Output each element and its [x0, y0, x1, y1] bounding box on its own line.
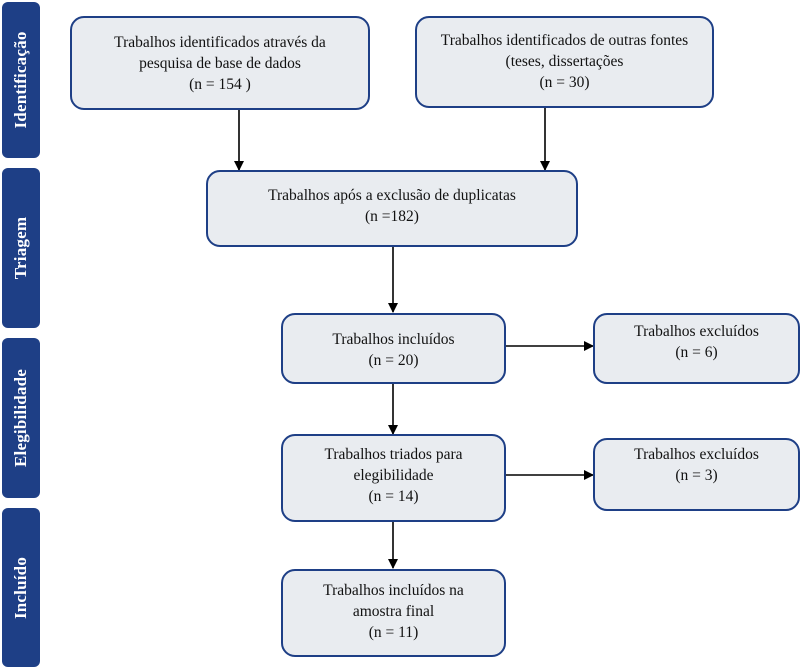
- after-duplicates-count: (n =182): [365, 208, 419, 225]
- screened-line2: elegibilidade: [353, 467, 434, 484]
- phase-triagem: Triagem: [2, 168, 40, 328]
- final-count: (n = 11): [368, 624, 419, 641]
- database-line2: pesquisa de base de dados: [139, 55, 301, 72]
- final-line2: amostra final: [352, 603, 435, 620]
- screened-line1: Trabalhos triados para: [324, 446, 463, 463]
- excluded-1-count: (n = 6): [675, 344, 718, 361]
- phase-incluido: Incluído: [2, 508, 40, 667]
- final-line1: Trabalhos incluídos na: [323, 582, 464, 599]
- screened-box: Trabalhos triados para elegibilidade (n …: [281, 434, 506, 522]
- excluded-2-line1: Trabalhos excluídos: [634, 446, 759, 463]
- after-duplicates-box: Trabalhos após a exclusão de duplicatas …: [206, 170, 578, 247]
- included-box: Trabalhos incluídos (n = 20): [281, 313, 506, 384]
- other-sources-line1: Trabalhos identificados de outras fontes: [440, 32, 689, 49]
- excluded-1-line1: Trabalhos excluídos: [634, 323, 759, 340]
- phase-identificacao: Identificação: [2, 2, 40, 158]
- excluded-box-2: Trabalhos excluídos (n = 3): [593, 438, 800, 511]
- phase-elegibilidade: Elegibilidade: [2, 338, 40, 498]
- other-sources-box: Trabalhos identificados de outras fontes…: [415, 16, 714, 108]
- database-search-box: Trabalhos identificados através da pesqu…: [70, 16, 370, 110]
- final-sample-box: Trabalhos incluídos na amostra final (n …: [281, 569, 506, 657]
- other-sources-line2: (teses, dissertações: [505, 53, 624, 70]
- included-count: (n = 20): [368, 352, 419, 369]
- included-line1: Trabalhos incluídos: [332, 331, 455, 348]
- excluded-2-count: (n = 3): [675, 467, 718, 484]
- other-sources-count: (n = 30): [539, 74, 590, 91]
- database-count: (n = 154 ): [189, 76, 251, 93]
- excluded-box-1: Trabalhos excluídos (n = 6): [593, 313, 800, 384]
- screened-count: (n = 14): [368, 488, 419, 505]
- after-duplicates-line1: Trabalhos após a exclusão de duplicatas: [268, 187, 516, 204]
- database-line1: Trabalhos identificados através da: [114, 34, 326, 51]
